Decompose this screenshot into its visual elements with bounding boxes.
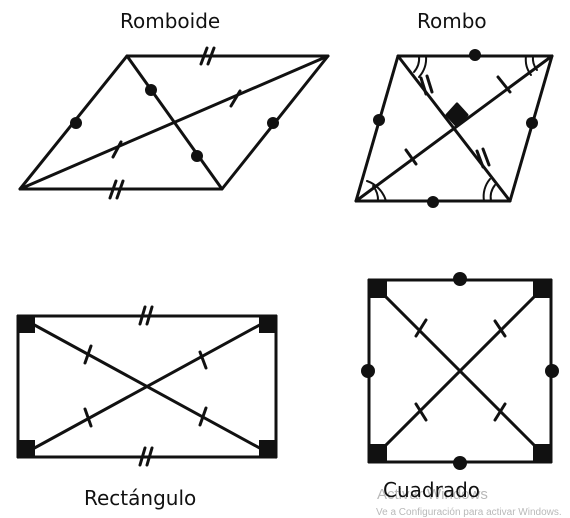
romboide-dot-marker: [145, 84, 157, 96]
romboide-single-tick: [111, 140, 123, 159]
rectangulo-double-tick-bottom: [138, 446, 154, 467]
rectangulo-right-angle-marker: [18, 440, 35, 457]
rectangulo-shape: [16, 305, 278, 467]
rectangulo-right-angle-marker: [259, 440, 276, 457]
rectangulo-label: Rectángulo: [84, 486, 197, 510]
romboide-dot-marker: [191, 150, 203, 162]
activation-watermark-subtitle: Ve a Configuración para activar Windows.: [376, 507, 562, 518]
cuadrado-diagonal-tick: [414, 318, 507, 422]
cuadrado-shape: [367, 278, 553, 464]
rombo-dot-marker: [469, 49, 481, 61]
romboide-diagonal-short: [125, 54, 224, 191]
cuadrado-right-angle-marker: [533, 280, 551, 298]
cuadrado-dot-marker: [545, 364, 559, 378]
romboide-shape: [18, 46, 330, 200]
rectangulo-double-tick-top: [138, 305, 154, 326]
rombo-label: Rombo: [417, 9, 487, 33]
cuadrado-label: Cuadrado: [383, 478, 481, 502]
rombo-dot-marker: [427, 196, 439, 208]
romboide-dot-marker: [267, 117, 279, 129]
cuadrado-diagonal: [367, 278, 553, 464]
rombo-shape: [354, 54, 554, 203]
romboide-double-tick-top: [199, 46, 216, 66]
rombo-dot-marker: [373, 114, 385, 126]
activation-watermark-title: Activar Windows: [377, 486, 488, 503]
cuadrado-dot-marker: [361, 364, 375, 378]
rectangulo-right-angle-marker: [259, 316, 276, 333]
romboide-single-tick: [229, 89, 242, 108]
rectangulo-outline: [16, 314, 278, 459]
rombo-right-angle-marker: [445, 102, 469, 128]
romboide-double-tick-bottom: [108, 179, 125, 200]
romboide-dot-marker: [70, 117, 82, 129]
rectangulo-right-angle-marker: [18, 316, 35, 333]
cuadrado-dot-marker: [453, 456, 467, 470]
cuadrado-right-angle-marker: [369, 280, 387, 298]
rectangulo-diagonal-tick: [83, 344, 208, 428]
rectangulo-diagonal: [16, 314, 278, 459]
cuadrado-right-angle-marker: [533, 444, 551, 462]
cuadrado-right-angle-marker: [369, 444, 387, 462]
rombo-tick: [404, 74, 512, 169]
rombo-dot-marker: [526, 117, 538, 129]
cuadrado-dot-marker: [453, 272, 467, 286]
rombo-angle-arc: [366, 55, 538, 202]
romboide-label: Romboide: [120, 9, 221, 33]
rombo-diagonal: [396, 54, 512, 203]
